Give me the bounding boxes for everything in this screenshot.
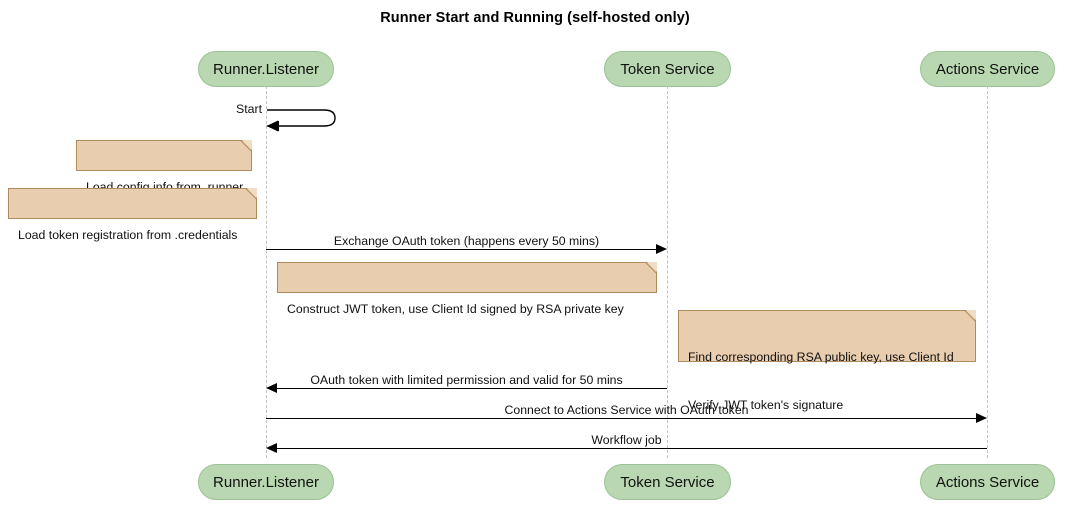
participant-runner-listener-top[interactable]: Runner.Listener — [198, 51, 334, 87]
message-label-exchange-oauth: Exchange OAuth token (happens every 50 m… — [333, 234, 600, 248]
note-load-token-registration: Load token registration from .credential… — [8, 188, 257, 242]
message-label-workflow-job: Workflow job — [591, 433, 662, 447]
note-line: Verify JWT token's signature — [688, 398, 844, 412]
participant-label: Actions Service — [935, 60, 1040, 78]
message-line-oauth-token-return — [277, 388, 667, 389]
page-title: Runner Start and Running (self-hosted on… — [380, 10, 690, 26]
note-fold-corner-icon — [247, 188, 257, 198]
note-fold-corner-icon — [242, 140, 252, 150]
note-line: Construct JWT token, use Client Id signe… — [287, 302, 624, 316]
participant-label: Actions Service — [935, 473, 1040, 491]
arrowhead-left-icon — [266, 443, 277, 453]
note-construct-jwt-token: Construct JWT token, use Client Id signe… — [277, 262, 657, 316]
participant-label: Runner.Listener — [213, 60, 319, 78]
arrowhead-right-icon — [976, 413, 987, 423]
participant-token-service-bottom[interactable]: Token Service — [604, 464, 731, 500]
note-line: Find corresponding RSA public key, use C… — [688, 350, 954, 364]
message-line-exchange-oauth — [266, 249, 656, 250]
note-fold-corner-icon — [966, 310, 976, 320]
participant-label: Token Service — [620, 473, 715, 491]
message-label-oauth-token-return: OAuth token with limited permission and … — [310, 373, 623, 387]
message-label-connect-actions: Connect to Actions Service with OAuth to… — [504, 403, 749, 417]
arrowhead-left-icon — [266, 383, 277, 393]
note-load-config-info: Load config info from .runner — [76, 140, 252, 194]
participant-actions-service-bottom[interactable]: Actions Service — [920, 464, 1055, 500]
participant-actions-service-top[interactable]: Actions Service — [920, 51, 1055, 87]
participant-label: Runner.Listener — [213, 473, 319, 491]
self-message-start — [262, 104, 342, 136]
participant-runner-listener-bottom[interactable]: Runner.Listener — [198, 464, 334, 500]
message-label-start: Start — [236, 102, 262, 116]
lifeline-runner — [266, 86, 267, 458]
lifeline-actions — [987, 86, 988, 458]
message-line-connect-actions — [266, 418, 976, 419]
participant-token-service-top[interactable]: Token Service — [604, 51, 731, 87]
note-line: Load token registration from .credential… — [18, 228, 238, 242]
message-line-workflow-job — [277, 448, 987, 449]
arrowhead-right-icon — [656, 244, 667, 254]
participant-label: Token Service — [620, 60, 715, 78]
note-fold-corner-icon — [647, 262, 657, 272]
lifeline-token — [667, 86, 668, 458]
note-verify-jwt-signature: Find corresponding RSA public key, use C… — [678, 310, 976, 412]
